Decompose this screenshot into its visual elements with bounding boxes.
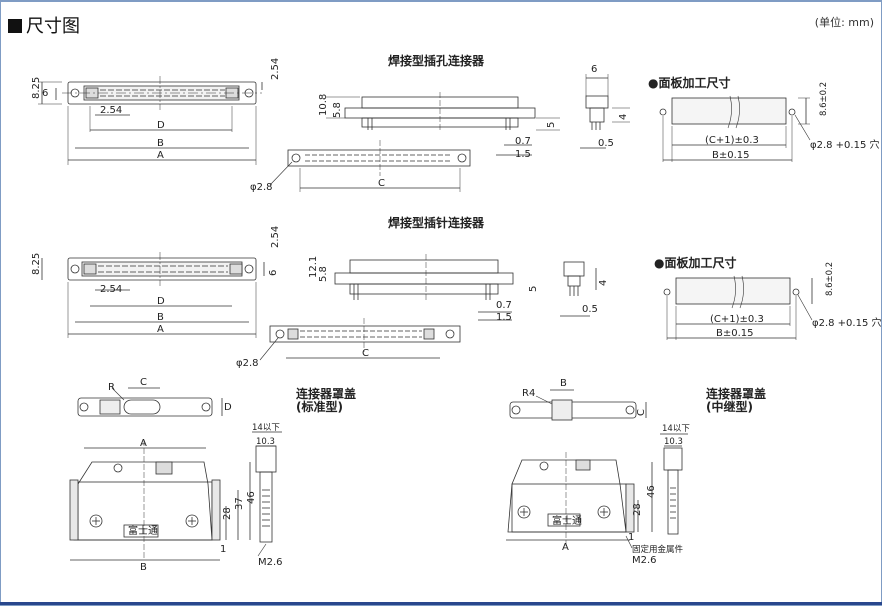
pin-bottom-view (260, 318, 460, 360)
dim-cover-D: D (224, 402, 232, 413)
dim-pin-side-4: 4 (598, 280, 609, 286)
dim-socket-side-05: 0.5 (598, 138, 614, 149)
dim-panel1-h: 8.6±0.2 (819, 82, 829, 116)
dim-socket-5: 5 (546, 122, 557, 128)
cover-brand-label: 富士通 (128, 524, 158, 537)
dim-panel2-c: (C+1)±0.3 (710, 314, 764, 325)
dim-socket-108: 10.8 (318, 94, 329, 116)
dim-pin-58: 5.8 (318, 266, 329, 282)
dim-cover-B: B (140, 562, 147, 573)
dim-pin-B: B (157, 312, 164, 323)
dim-pin-C: C (362, 348, 369, 359)
dim-socket-B: B (157, 138, 164, 149)
dim-socket-D: D (157, 120, 165, 131)
dim-relay-m26: M2.6 (632, 555, 657, 566)
dim-pin-D: D (157, 296, 165, 307)
cover-relay-side (660, 434, 688, 534)
dim-relay-A: A (562, 542, 569, 553)
dim-cover-46: 46 (246, 491, 257, 504)
socket-bottom-view (270, 140, 470, 192)
dim-socket-A: A (157, 150, 164, 161)
dim-socket-58: 5.8 (332, 102, 343, 118)
dim-relay-R4: R4 (522, 388, 535, 399)
dim-socket-C: C (378, 178, 385, 189)
dim-relay-B: B (560, 378, 567, 389)
dim-cover-37: 37 (234, 497, 245, 510)
dim-socket-07: 0.7 (515, 136, 531, 147)
pin-front-view (335, 254, 513, 320)
dim-socket-15: 1.5 (515, 149, 531, 160)
dim-relay-14: 14以下 (662, 424, 690, 434)
dim-socket-side-6: 6 (591, 64, 597, 75)
dim-cover-103: 10.3 (256, 437, 275, 447)
dim-relay-1: 1 (628, 532, 634, 543)
relay-brand-label: 富士通 (552, 514, 582, 527)
socket-side-view (580, 74, 630, 148)
relay-fix-label: 固定用金属件 (632, 544, 684, 555)
dim-relay-46: 46 (646, 485, 657, 498)
dim-panel2-b: B±0.15 (716, 328, 754, 339)
dim-pin-254v: 2.54 (270, 226, 281, 248)
dim-socket-side-4: 4 (618, 114, 629, 120)
dim-pin-254: 2.54 (100, 284, 122, 295)
dim-relay-28: 28 (632, 503, 643, 516)
dim-cover-28: 28 (222, 507, 233, 520)
dim-socket-825: 8.25 (31, 77, 42, 99)
dim-pin-15: 1.5 (496, 312, 512, 323)
dim-pin-5: 5 (528, 286, 539, 292)
dim-pin-825: 8.25 (31, 253, 42, 275)
dim-socket-phi28: φ2.8 (250, 182, 273, 193)
pin-top-view (42, 252, 264, 338)
dim-socket-254v: 2.54 (270, 58, 281, 80)
dim-panel1-c: (C+1)±0.3 (705, 135, 759, 146)
cover-standard-front (70, 440, 250, 560)
cover-standard-top (78, 388, 222, 416)
dim-pin-6: 6 (268, 270, 279, 276)
dim-socket-6: 6 (42, 88, 48, 99)
dim-panel2-h: 8.6±0.2 (825, 262, 835, 296)
dim-panel1-hole: φ2.8 +0.15 穴 (810, 138, 880, 151)
dim-relay-C: C (636, 409, 647, 416)
dim-pin-side-05: 0.5 (582, 304, 598, 315)
dim-panel2-hole: φ2.8 +0.15 穴 (812, 316, 882, 329)
dim-pin-phi28: φ2.8 (236, 358, 259, 369)
dim-relay-103: 10.3 (664, 437, 683, 447)
dim-cover-C: C (140, 377, 147, 388)
dim-cover-1: 1 (220, 544, 226, 555)
dim-pin-A: A (157, 324, 164, 335)
dim-panel1-b: B±0.15 (712, 150, 750, 161)
dim-cover-14: 14以下 (252, 423, 280, 433)
dim-cover-A: A (140, 438, 147, 449)
dim-cover-R: R (108, 382, 115, 393)
dim-socket-254: 2.54 (100, 105, 122, 116)
dim-cover-m26: M2.6 (258, 557, 283, 568)
dim-pin-07: 0.7 (496, 300, 512, 311)
socket-top-view (38, 76, 262, 165)
